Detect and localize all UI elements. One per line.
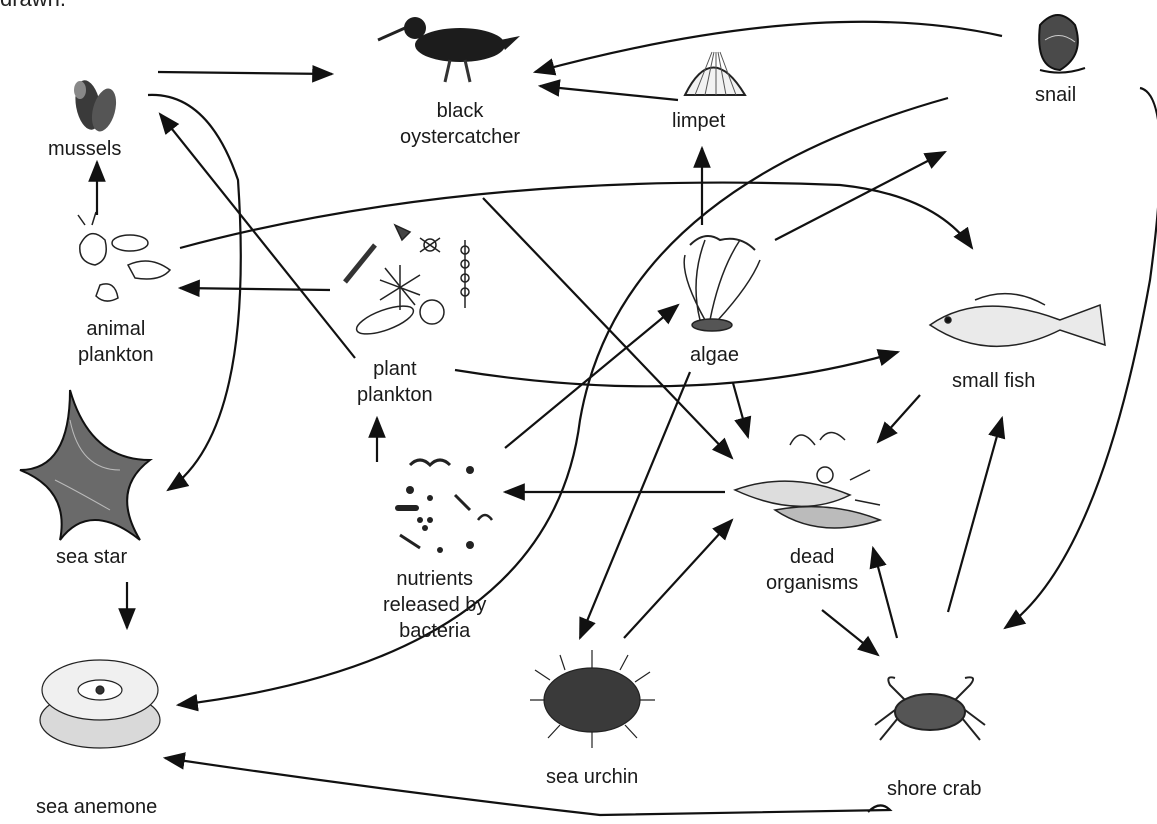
dead-organisms-illustration bbox=[733, 431, 883, 529]
arrow-shore-crab-to-small-fish bbox=[946, 415, 1006, 613]
arrow-shore-crab-to-sea-anemone bbox=[162, 752, 893, 817]
sea-star-illustration bbox=[19, 389, 153, 541]
header-fragment: drawn. bbox=[0, 0, 66, 12]
arrow-shore-crab-to-dead-organisms bbox=[869, 545, 899, 639]
sea-anemone-illustration bbox=[39, 659, 161, 749]
arrow-plant-plankton-to-animal-plankton bbox=[177, 279, 331, 298]
arrow-oystercatcher-to-dead-organisms bbox=[482, 197, 734, 460]
arrow-algae-to-snail bbox=[774, 150, 947, 241]
shore-crab-illustration bbox=[874, 676, 986, 741]
label-snail: snail bbox=[1035, 84, 1077, 106]
label-shore-crab: shore crab bbox=[887, 778, 982, 800]
arrow-small-fish-to-dead-organisms bbox=[876, 394, 921, 444]
label-nutrients: nutrients released by bacteria bbox=[383, 568, 487, 642]
label-small-fish: small fish bbox=[952, 370, 1036, 392]
arrow-plant-plankton-to-small-fish bbox=[454, 349, 901, 388]
food-web-arrows bbox=[88, 20, 1157, 817]
algae-illustration bbox=[683, 235, 761, 332]
oystercatcher-illustration bbox=[377, 17, 520, 83]
small-fish-illustration bbox=[928, 292, 1106, 347]
limpet-illustration bbox=[683, 51, 747, 96]
arrow-sea-urchin-to-dead-organisms bbox=[623, 518, 734, 639]
label-sea-urchin: sea urchin bbox=[546, 766, 639, 788]
arrow-snail-to-shore-crab bbox=[1003, 86, 1157, 630]
arrow-snail-to-sea-anemone bbox=[175, 96, 949, 712]
label-animal-plankton: animal plankton bbox=[78, 318, 154, 366]
arrow-mussels-to-oystercatcher bbox=[157, 64, 335, 83]
arrow-nutrients-to-algae bbox=[504, 303, 680, 449]
label-sea-anemone: sea anemone bbox=[36, 796, 158, 818]
sea-urchin-illustration bbox=[530, 650, 655, 748]
arrow-plant-plankton-to-mussels bbox=[158, 112, 356, 359]
arrow-algae-to-sea-urchin bbox=[578, 371, 692, 641]
arrow-dead-organisms-to-shore-crab bbox=[821, 609, 880, 657]
bacteria-illustration bbox=[395, 458, 494, 553]
label-sea-star: sea star bbox=[56, 546, 128, 568]
arrow-animal-plankton-to-small-fish bbox=[179, 181, 974, 250]
label-black-oystercatcher: black oystercatcher bbox=[400, 100, 521, 148]
plant-plankton-illustration bbox=[343, 223, 470, 335]
label-algae: algae bbox=[690, 344, 739, 366]
snail-illustration bbox=[1038, 14, 1086, 74]
label-mussels: mussels bbox=[48, 138, 122, 160]
label-dead-organisms: dead organisms bbox=[766, 546, 859, 594]
arrow-algae-to-dead-organisms bbox=[731, 382, 752, 440]
arrow-limpet-to-oystercatcher bbox=[537, 79, 679, 102]
arrow-snail-to-oystercatcher bbox=[532, 20, 1003, 76]
label-limpet: limpet bbox=[672, 110, 726, 132]
arrow-mussels-to-sea-star bbox=[147, 93, 242, 492]
mussels-illustration bbox=[74, 80, 117, 132]
label-plant-plankton: plant plankton bbox=[357, 358, 433, 406]
animal-plankton-illustration bbox=[77, 211, 172, 302]
